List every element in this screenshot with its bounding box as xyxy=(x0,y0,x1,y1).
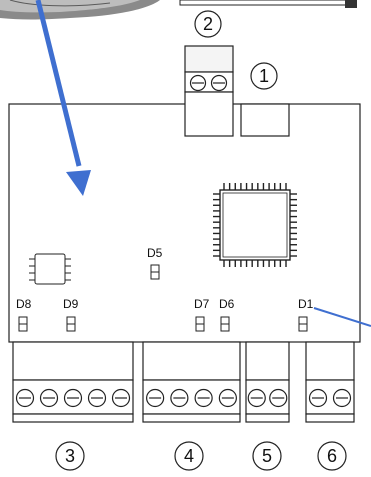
svg-text:6: 6 xyxy=(327,446,337,466)
led-d9: D9 xyxy=(63,297,79,332)
top-terminal-block xyxy=(184,45,290,137)
led-d7: D7 xyxy=(194,297,210,332)
callout-3: 3 xyxy=(55,441,85,471)
callout-5: 5 xyxy=(252,441,282,471)
svg-text:D5: D5 xyxy=(147,246,163,260)
svg-text:D8: D8 xyxy=(16,297,32,311)
terminal-block-5 xyxy=(245,341,290,423)
led-d8: D8 xyxy=(16,297,32,332)
arrow-indicator xyxy=(35,0,371,327)
svg-text:2: 2 xyxy=(203,14,213,34)
svg-text:D1: D1 xyxy=(298,297,314,311)
led-d6: D6 xyxy=(219,297,235,332)
microcontroller-chip xyxy=(213,183,297,267)
led-d5: D5 xyxy=(147,246,163,280)
callout-4: 4 xyxy=(174,441,204,471)
soic-chip xyxy=(29,253,71,285)
callout-6: 6 xyxy=(317,441,347,471)
svg-text:D6: D6 xyxy=(219,297,235,311)
svg-text:D7: D7 xyxy=(194,297,210,311)
photo-fragment xyxy=(0,0,160,20)
svg-text:3: 3 xyxy=(65,446,75,466)
svg-text:5: 5 xyxy=(262,446,272,466)
top-connector-fragment xyxy=(179,0,357,8)
callout-1: 1 xyxy=(250,62,278,90)
svg-text:4: 4 xyxy=(184,446,194,466)
svg-text:D9: D9 xyxy=(63,297,79,311)
led-d1: D1 xyxy=(298,297,314,332)
board-outline xyxy=(8,103,361,343)
terminal-block-4 xyxy=(142,341,241,423)
svg-text:1: 1 xyxy=(259,66,269,86)
terminal-block-3 xyxy=(12,341,134,423)
callout-2: 2 xyxy=(194,10,222,38)
terminal-block-6 xyxy=(305,341,355,423)
